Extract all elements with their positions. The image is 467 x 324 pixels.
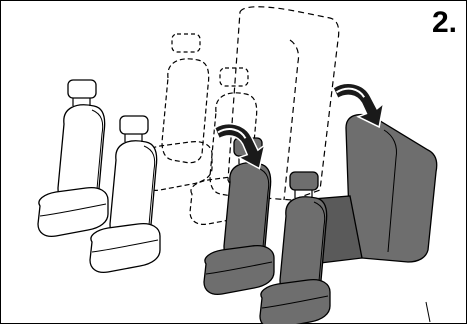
ghost-rear-bench — [227, 6, 340, 201]
seat-middle-dark — [203, 137, 275, 296]
seat-front-dark — [259, 171, 331, 324]
seat-front-left-rear — [37, 79, 109, 238]
pointer-line — [425, 301, 431, 323]
step-number-label: 2. — [431, 6, 457, 39]
